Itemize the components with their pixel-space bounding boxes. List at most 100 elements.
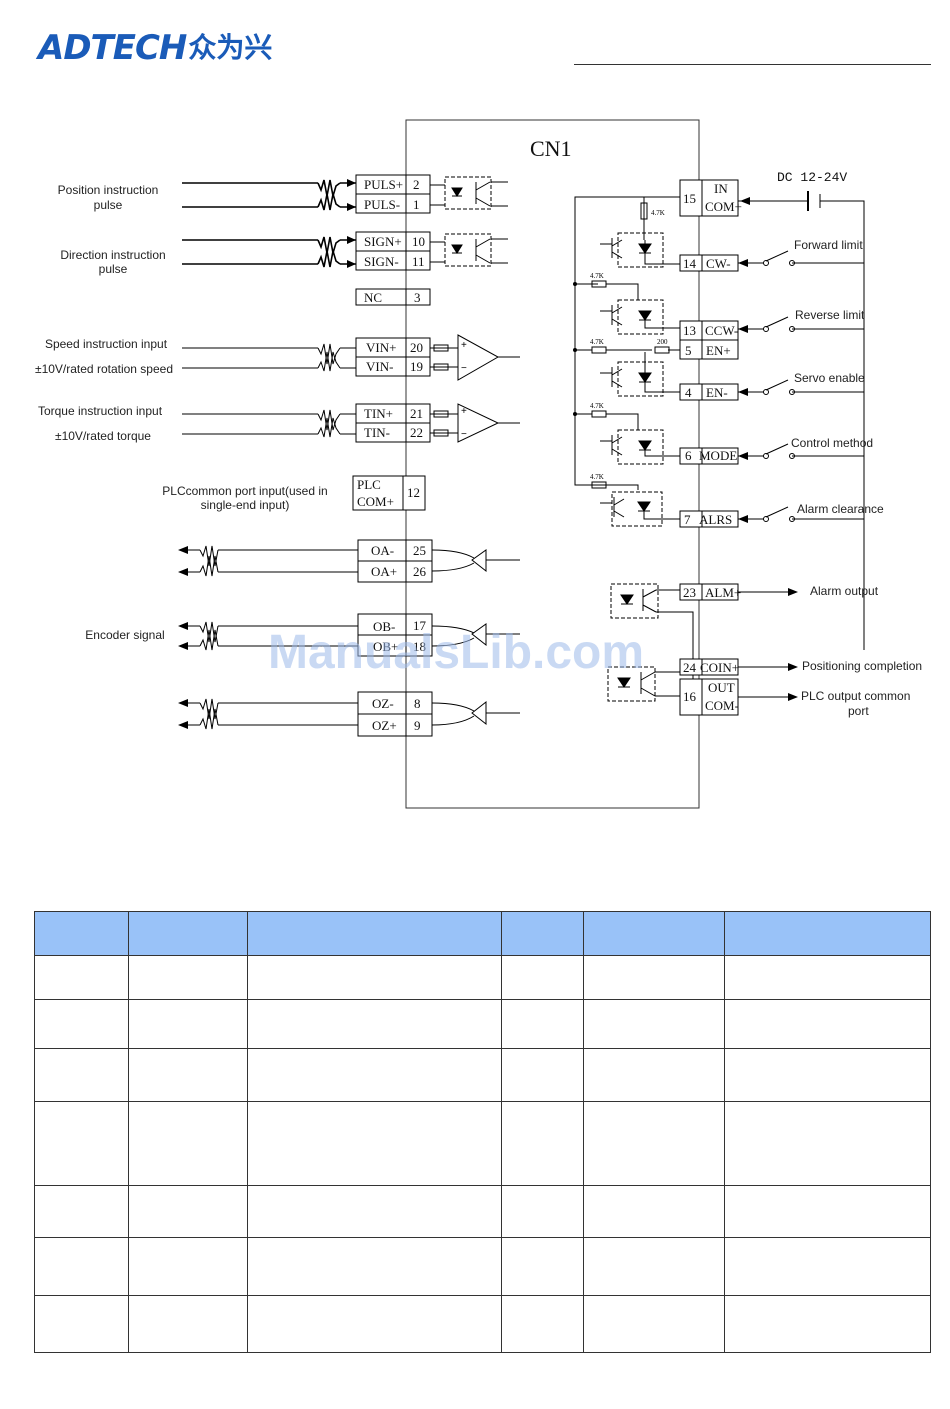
pin-num-14: 14 — [683, 256, 697, 271]
table-row — [34, 1295, 931, 1353]
pin-name-ccw: CCW- — [705, 323, 738, 338]
pin-name-puls-plus: PULS+ — [364, 177, 403, 192]
pin-num-9: 9 — [414, 718, 421, 733]
optocoupler-ccw — [617, 299, 664, 335]
cn1-wiring-diagram: CN1 Position instruction pulse Direction… — [35, 119, 922, 809]
label-plc-output-2: port — [848, 704, 869, 718]
label-plc-2: single-end input) — [201, 498, 290, 512]
pin-in-com — [679, 179, 739, 217]
cn1-title: CN1 — [530, 136, 572, 161]
table-row — [34, 1101, 931, 1186]
pin-num-11: 11 — [412, 254, 425, 269]
pin-name-com-plus: COM+ — [357, 494, 394, 509]
table-row — [34, 999, 931, 1049]
table-header-cell — [247, 911, 502, 956]
pin-num-19: 19 — [410, 359, 423, 374]
optocoupler-sign — [444, 233, 492, 267]
pin-name-oa-minus: OA- — [371, 543, 394, 558]
pin-name-vin-minus: VIN- — [366, 359, 393, 374]
pin-num-12: 12 — [407, 485, 420, 500]
opamp-speed — [457, 334, 500, 381]
optocoupler-cw — [617, 232, 664, 268]
pin-name-vin-plus: VIN+ — [366, 340, 396, 355]
table-header-row — [34, 911, 931, 956]
table-row — [34, 1237, 931, 1296]
label-position-1: Position instruction — [58, 183, 159, 197]
table-row — [34, 1185, 931, 1238]
pin-num-1: 1 — [413, 197, 420, 212]
table-header-cell — [724, 911, 931, 956]
signal-table — [34, 911, 931, 1353]
logo-chinese-text: 众为兴 — [188, 31, 273, 64]
pin-name-com-plus-right: COM+ — [705, 199, 742, 214]
pin-name-coin: COIN+ — [700, 660, 739, 675]
pin-num-3: 3 — [414, 290, 421, 305]
label-encoder: Encoder signal — [85, 628, 164, 642]
pin-num-10: 10 — [412, 234, 425, 249]
optocoupler-alrs — [611, 491, 663, 527]
company-logo: ADTECH 众为兴 — [38, 28, 272, 68]
opamp-torque — [457, 403, 500, 443]
table-header-cell — [34, 911, 129, 956]
pin-out-com — [679, 678, 739, 716]
table-row — [34, 955, 931, 1000]
resistor-label-4: 200 — [657, 338, 668, 346]
label-alarm-clearance: Alarm clearance — [797, 502, 884, 516]
label-direction-1: Direction instruction — [60, 248, 165, 262]
table-header-cell — [583, 911, 725, 956]
pin-name-alm: ALM+ — [705, 585, 741, 600]
label-direction-2: pulse — [99, 262, 128, 276]
pin-name-ob-minus: OB- — [373, 619, 395, 634]
optocoupler-en — [617, 361, 664, 397]
resistor-label-5: 4.7K — [590, 402, 604, 410]
pin-name-mode: MODE — [699, 448, 737, 463]
label-torque-1: Torque instruction input — [38, 404, 163, 418]
pin-num-2: 2 — [413, 177, 420, 192]
pin-num-22: 22 — [410, 425, 423, 440]
pin-name-sign-plus: SIGN+ — [364, 234, 402, 249]
pin-num-25: 25 — [413, 543, 426, 558]
pin-name-en-minus: EN- — [706, 385, 728, 400]
resistor-label-1: 4.7K — [651, 209, 665, 217]
header-rule — [574, 64, 931, 65]
pin-name-in: IN — [714, 181, 728, 196]
label-speed-1: Speed instruction input — [45, 337, 168, 351]
pin-name-ob-plus: OB+ — [373, 639, 398, 654]
dc-supply-label: DC 12-24V — [777, 170, 847, 185]
pin-num-13: 13 — [683, 323, 696, 338]
pin-num-26: 26 — [413, 564, 427, 579]
pin-name-nc: NC — [364, 290, 382, 305]
label-speed-2: ±10V/rated rotation speed — [35, 362, 173, 376]
label-torque-2: ±10V/rated torque — [55, 429, 151, 443]
svg-text:+: + — [461, 340, 467, 351]
pin-num-4: 4 — [685, 385, 692, 400]
pin-name-tin-plus: TIN+ — [364, 406, 393, 421]
pin-name-sign-minus: SIGN- — [364, 254, 399, 269]
optocoupler-alm — [610, 583, 659, 619]
pin-num-15: 15 — [683, 191, 696, 206]
pin-num-21: 21 — [410, 406, 423, 421]
watermark: ManualsLib.com — [268, 626, 644, 679]
pin-num-16: 16 — [683, 689, 697, 704]
pin-name-en-plus: EN+ — [706, 343, 731, 358]
pin-name-cw: CW- — [706, 256, 731, 271]
line-driver-oz — [471, 700, 487, 726]
pin-plc — [352, 475, 426, 511]
pin-num-18: 18 — [413, 639, 426, 654]
pin-num-6: 6 — [685, 448, 692, 463]
svg-text:+: + — [461, 406, 467, 417]
resistor-label-3: 4.7K — [590, 338, 604, 346]
svg-text:−: − — [461, 429, 467, 440]
label-forward-limit: Forward limit — [794, 238, 863, 252]
label-plc-output-1: PLC output common — [801, 689, 910, 703]
svg-text:−: − — [461, 363, 467, 374]
pin-num-17: 17 — [413, 618, 427, 633]
pin-num-8: 8 — [414, 696, 421, 711]
line-driver-oa — [471, 549, 487, 573]
table-header-cell — [128, 911, 248, 956]
optocoupler-puls — [444, 176, 492, 210]
pin-num-24: 24 — [683, 660, 697, 675]
label-position-2: pulse — [94, 198, 123, 212]
pin-name-oz-minus: OZ- — [372, 696, 394, 711]
table-header-cell — [501, 911, 584, 956]
